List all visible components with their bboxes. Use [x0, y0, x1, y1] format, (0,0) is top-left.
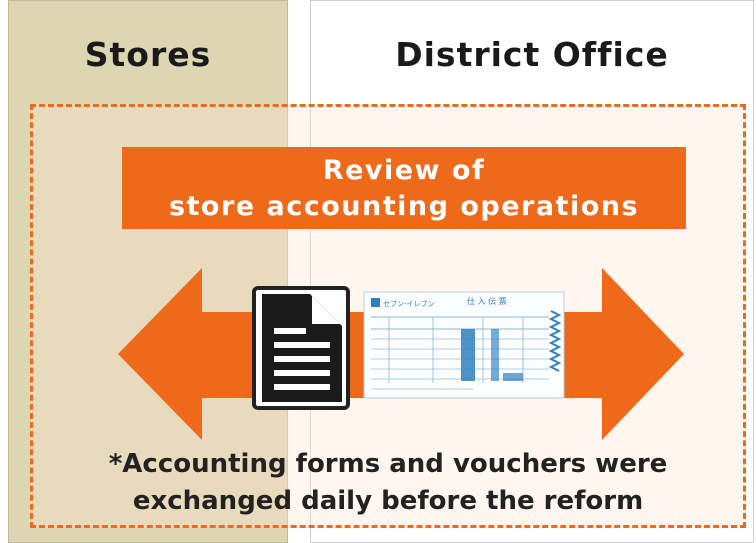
stores-heading: Stores	[84, 35, 212, 74]
review-banner: Review of store accounting operations	[122, 147, 686, 229]
district-office-heading: District Office	[395, 35, 669, 74]
footnote-line2: exchanged daily before the reform	[132, 486, 644, 516]
stores-column: Stores	[8, 0, 288, 543]
voucher-image: セブン-イレブン 仕 入 伝 票	[363, 291, 565, 399]
footnote-line1: *Accounting forms and vouchers were	[108, 449, 668, 479]
voucher-title: 仕 入 伝 票	[467, 296, 507, 306]
review-banner-line2: store accounting operations	[168, 191, 640, 222]
document-icon	[252, 286, 350, 410]
voucher-brand: セブン-イレブン	[383, 299, 435, 308]
footnote: *Accounting forms and vouchers were exch…	[30, 446, 746, 520]
review-banner-line1: Review of	[322, 155, 486, 186]
